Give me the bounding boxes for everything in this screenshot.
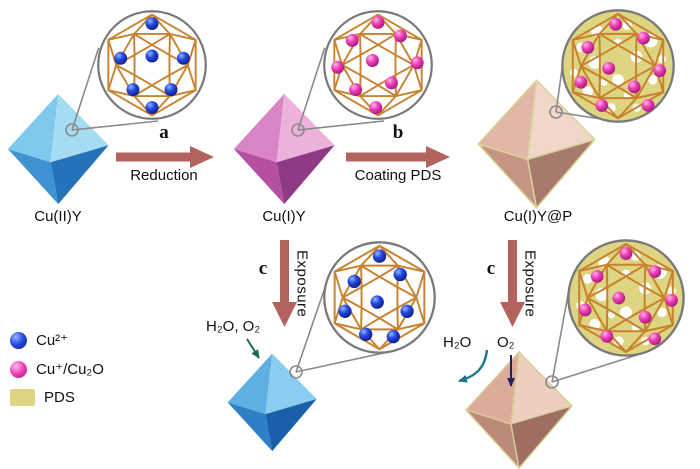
step-c-right-letter: c: [486, 258, 496, 279]
step-c-right-label: Exposure: [521, 250, 539, 318]
crystal-label-cu2y: Cu(II)Y: [34, 208, 82, 225]
legend-item-pds: PDS: [10, 389, 104, 406]
octahedron-cu2y-regenerated: [227, 353, 317, 452]
cu1-ion-spheres: [331, 15, 424, 115]
octahedron-cu1yp-exposed: [465, 351, 573, 469]
crystal-label-cu1y: Cu(I)Y: [262, 208, 306, 225]
water-release-arrow: [458, 349, 489, 383]
magnifier-link-cu2y: [65, 47, 159, 137]
cu1-ion-spheres: [574, 17, 667, 112]
water-label: H₂O: [443, 334, 472, 351]
magnifier-link-cu1yp-exposed: [545, 287, 644, 389]
cu1-sphere-icon: [10, 360, 27, 378]
step-a-label: Reduction: [130, 167, 198, 184]
legend-label-pds: PDS: [44, 389, 75, 406]
step-b-letter: b: [392, 122, 404, 143]
legend: Cu²⁺ Cu⁺/Cu₂O PDS: [10, 331, 104, 406]
arrow-step-c-right: [500, 240, 525, 327]
cu2-sphere-icon: [10, 331, 27, 349]
step-c-middle-letter: c: [258, 258, 268, 279]
magnifier-link-cu2y-regenerated: [289, 279, 392, 379]
reagents-middle-label: H₂O, O₂: [206, 318, 261, 335]
inset-cu2y-cage: [97, 10, 207, 120]
inset-cu1yp-exposed-cage: [567, 239, 685, 357]
octahedron-cu2y: [7, 93, 109, 205]
legend-label-cu1: Cu⁺/Cu₂O: [36, 361, 104, 378]
inset-cu2y-regenerated-cage: [323, 241, 436, 354]
legend-label-cu2: Cu²⁺: [36, 332, 69, 349]
cu2-ion-spheres: [114, 17, 190, 115]
inset-cu1y-cage: [323, 10, 433, 120]
magnifier-link-cu1y: [291, 47, 385, 137]
cu2-ion-spheres: [338, 249, 414, 344]
arrow-step-c-middle: [272, 240, 297, 327]
step-a-letter: a: [159, 122, 169, 143]
legend-item-cu1: Cu⁺/Cu₂O: [10, 360, 104, 378]
inset-cu1yp-cage: [561, 9, 675, 123]
legend-item-cu2: Cu²⁺: [10, 331, 104, 349]
octahedron-cu1yp: [477, 79, 596, 209]
reagent-arrow-middle: [246, 338, 260, 359]
arrow-step-a: [116, 146, 214, 168]
arrow-step-b: [346, 146, 450, 168]
cu1-ion-spheres: [578, 247, 678, 346]
oxygen-label: O₂: [497, 334, 515, 351]
crystal-label-cu1yp: Cu(I)Y@P: [503, 208, 573, 225]
pds-swatch-icon: [10, 389, 35, 406]
step-b-label: Coating PDS: [354, 167, 442, 184]
step-c-middle-label: Exposure: [293, 250, 311, 318]
octahedron-cu1y: [233, 93, 335, 205]
